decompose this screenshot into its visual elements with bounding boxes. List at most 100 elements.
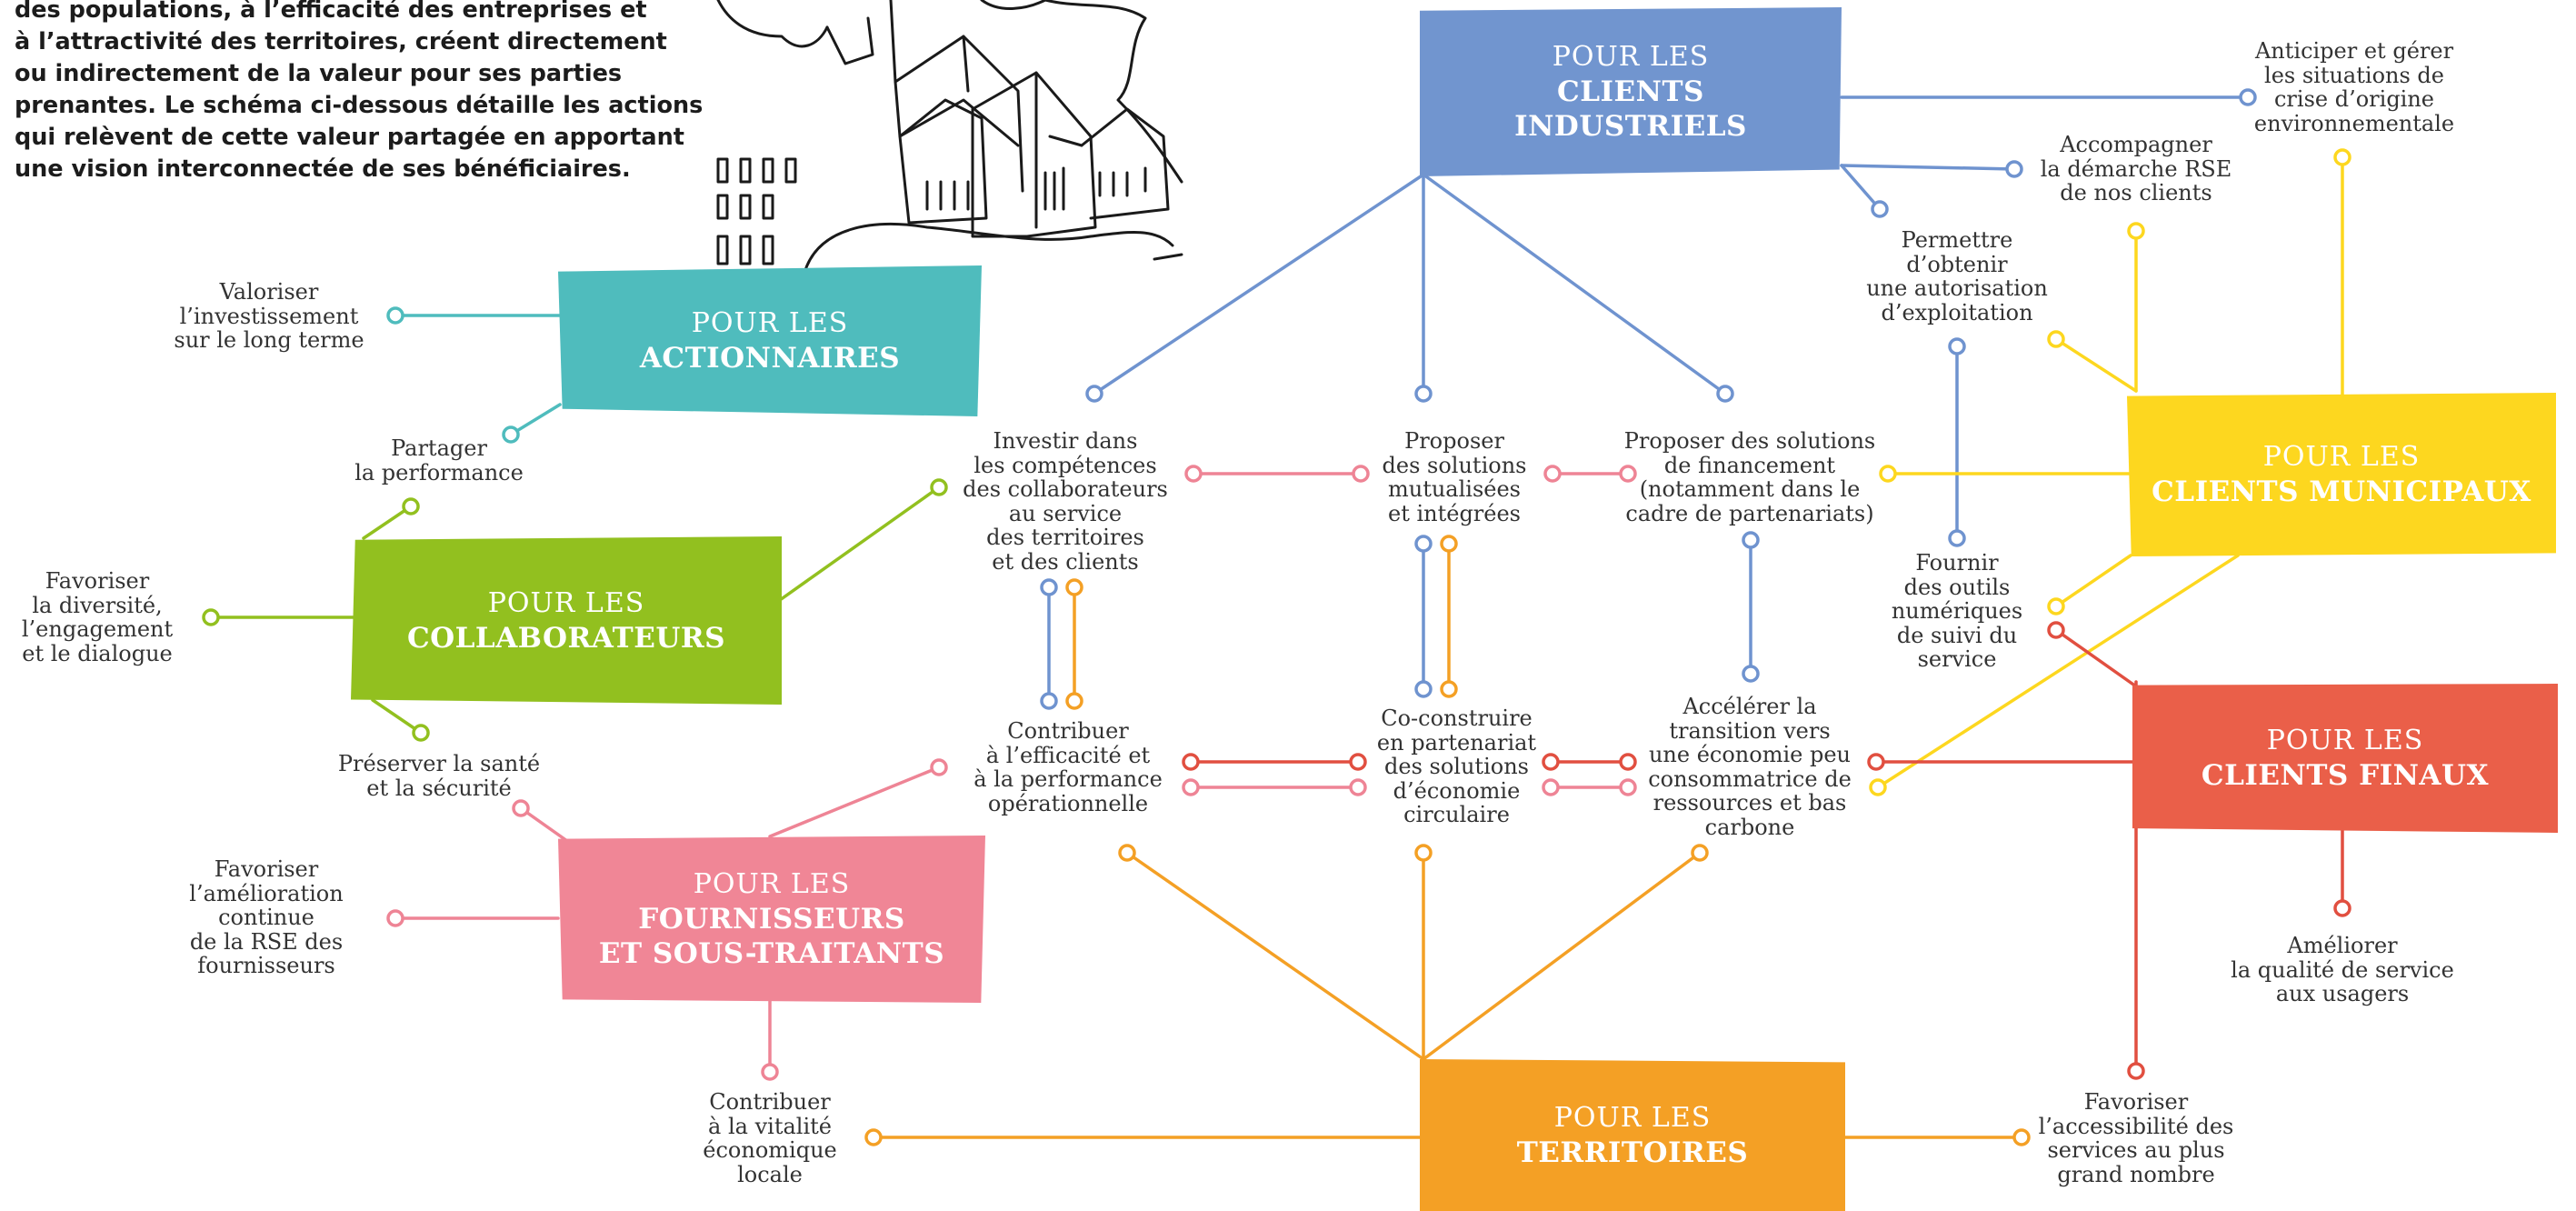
box-clients-municipaux: POUR LES CLIENTS MUNICIPAUX <box>2127 393 2556 556</box>
label-line: service <box>1917 646 1997 672</box>
label-line: Contribuer <box>1007 718 1129 744</box>
label-line: la diversité, <box>32 592 163 618</box>
label-line: à la performance <box>973 766 1163 792</box>
city-sketch-illustration <box>716 0 1183 275</box>
label-line: numériques <box>1891 598 2023 624</box>
orange-endpoints <box>864 535 2031 1146</box>
box-prefix: POUR LES <box>1552 41 1710 73</box>
pink-connectors <box>394 472 1630 1074</box>
yellow-endpoints <box>1869 148 2351 796</box>
label-line: Proposer des solutions <box>1623 428 1876 454</box>
label-line: opérationnelle <box>987 790 1149 816</box>
label-line: Améliorer <box>2287 933 2398 958</box>
label-line: cadre de partenariats) <box>1625 500 1874 526</box>
label-line: la performance <box>354 459 524 485</box>
label-line: la démarche RSE <box>2040 155 2232 182</box>
label-line: Favoriser <box>214 856 319 882</box>
label-line: environnementale <box>2253 110 2455 136</box>
label-line: fournisseurs <box>197 953 335 978</box>
box-title-line1: CLIENTS <box>1557 75 1704 108</box>
intro-line: ou indirectement de la valeur pour ses p… <box>15 60 623 87</box>
box-title-line2: INDUSTRIELS <box>1514 110 1747 143</box>
label-line: sur le long terme <box>174 327 364 353</box>
label-solutions-mutualisees: Proposer des solutions mutualisées et in… <box>1345 429 1563 525</box>
box-territoires: POUR LES TERRITOIRES <box>1420 1059 1845 1211</box>
label-line: de suivi du <box>1896 622 2018 648</box>
label-line: crise d’origine <box>2273 86 2435 112</box>
label-line: une autorisation <box>1866 275 2048 301</box>
label-line: des collaborateurs <box>963 476 1168 502</box>
pink-endpoints <box>386 465 1637 1081</box>
intro-line: qui relèvent de cette valeur partagée en… <box>15 124 684 151</box>
label-line: mutualisées <box>1387 476 1521 502</box>
label-line: ressources et bas <box>1652 790 1847 816</box>
box-title: TERRITOIRES <box>1516 1136 1749 1169</box>
label-line: et la sécurité <box>366 775 512 801</box>
label-line: l’engagement <box>21 616 174 642</box>
label-line: Anticiper et gérer <box>2254 38 2454 64</box>
box-clients-industriels: POUR LES CLIENTS INDUSTRIELS <box>1420 7 1842 176</box>
label-line: Permettre <box>1901 227 2013 253</box>
label-line: services au plus <box>2047 1137 2225 1163</box>
label-line: transition vers <box>1669 717 1831 744</box>
label-line: les situations de <box>2264 62 2444 88</box>
label-line: une économie peu <box>1648 742 1852 767</box>
label-line: la qualité de service <box>2231 956 2454 983</box>
label-line: économique <box>703 1137 837 1163</box>
box-title: CLIENTS FINAUX <box>2201 759 2490 792</box>
label-line: des territoires <box>986 525 1144 550</box>
label-line: consommatrice de <box>1648 766 1852 792</box>
label-preserver-sante: Préserver la santé et la sécurité <box>325 752 553 800</box>
intro-line: prenantes. Le schéma ci-dessous détaille… <box>15 92 704 119</box>
box-prefix: POUR LES <box>691 307 849 339</box>
box-prefix: POUR LES <box>2266 725 2424 756</box>
label-line: au service <box>1008 500 1123 526</box>
label-line: les compétences <box>973 452 1157 478</box>
box-prefix: POUR LES <box>1553 1101 1712 1134</box>
label-line: de la RSE des <box>189 928 344 955</box>
label-line: Accélérer la <box>1682 694 1817 719</box>
label-line: continue <box>218 905 315 930</box>
teal-endpoints <box>386 306 520 444</box>
label-line: carbone <box>1704 814 1795 840</box>
label-line: aux usagers <box>2275 981 2410 1006</box>
label-qualite-service: Améliorer la qualité de service aux usag… <box>2215 934 2470 1006</box>
label-line: Préserver la santé <box>337 751 541 776</box>
label-line: circulaire <box>1403 802 1510 827</box>
label-line: de nos clients <box>2060 180 2212 205</box>
label-line: des outils <box>1903 574 2011 600</box>
label-amelioration-rse-fournisseurs: Favoriser l’amélioration continue de la … <box>157 857 375 978</box>
box-title: ACTIONNAIRES <box>639 342 901 375</box>
red-connectors <box>1189 628 2344 1073</box>
box-prefix: POUR LES <box>487 586 645 619</box>
label-line: Proposer <box>1404 428 1504 454</box>
intro-line: à l’attractivité des territoires, créent… <box>15 28 667 55</box>
label-line: d’obtenir <box>1906 251 2008 277</box>
label-line: et intégrées <box>1387 500 1521 526</box>
label-anticiper-crise: Anticiper et gérer les situations de cri… <box>2236 39 2472 135</box>
box-collaborateurs: POUR LES COLLABORATEURS <box>351 536 782 705</box>
label-line: Partager <box>391 435 487 461</box>
label-line: Contribuer <box>709 1089 831 1115</box>
label-line: à l’efficacité et <box>985 742 1151 768</box>
box-clients-finaux: POUR LES CLIENTS FINAUX <box>2132 684 2558 833</box>
label-outils-numeriques: Fournir des outils numériques de suivi d… <box>1875 551 2039 672</box>
label-line: Fournir <box>1915 550 1999 575</box>
label-line: et des clients <box>992 548 1139 575</box>
label-line: l’investissement <box>179 303 359 329</box>
box-title: CLIENTS MUNICIPAUX <box>2152 475 2531 508</box>
intro-paragraph: des populations, à l’efficacité des entr… <box>15 0 704 185</box>
label-efficacite-operationnelle: Contribuer à l’efficacité et à la perfor… <box>959 719 1177 816</box>
label-line: en partenariat <box>1376 729 1537 756</box>
teal-connectors <box>394 314 562 436</box>
label-accompagner-rse: Accompagner la démarche RSE de nos clien… <box>2018 133 2254 205</box>
label-line: d’exploitation <box>1881 299 2033 325</box>
blue-connectors <box>1047 95 2250 703</box>
label-line: Investir dans <box>993 428 1138 454</box>
green-endpoints <box>202 478 948 742</box>
label-line: et le dialogue <box>22 640 173 666</box>
label-line: (notamment dans le <box>1639 476 1861 502</box>
label-line: de financement <box>1663 452 1836 478</box>
label-line: à la vitalité <box>708 1113 832 1139</box>
